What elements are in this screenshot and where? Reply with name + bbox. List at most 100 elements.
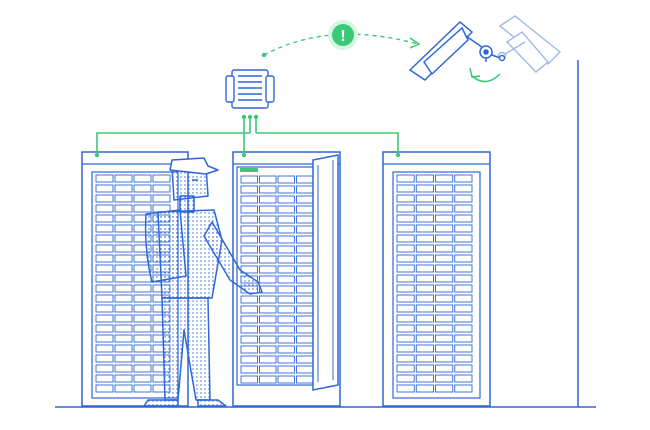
server-unit xyxy=(435,354,454,363)
server-unit xyxy=(259,275,277,284)
security-camera-ghost-icon xyxy=(497,15,562,73)
security-camera-icon xyxy=(408,20,506,81)
rotate-arrow-icon xyxy=(471,73,501,83)
server-unit xyxy=(133,344,152,353)
server-unit xyxy=(240,305,258,314)
server-unit xyxy=(240,295,258,304)
server-unit xyxy=(95,274,114,283)
server-unit xyxy=(296,375,314,384)
server-unit xyxy=(454,294,473,303)
server-unit xyxy=(114,174,133,183)
server-unit xyxy=(114,374,133,383)
server-unit xyxy=(454,364,473,373)
server-unit xyxy=(114,274,133,283)
server-unit xyxy=(296,365,314,374)
server-unit xyxy=(95,204,114,213)
server-unit xyxy=(133,184,152,193)
server-unit xyxy=(435,184,454,193)
server-unit xyxy=(277,275,295,284)
server-unit xyxy=(240,355,258,364)
server-unit xyxy=(415,254,434,263)
server-unit xyxy=(240,315,258,324)
person-icon xyxy=(143,157,263,407)
server-unit xyxy=(277,225,295,234)
server-unit xyxy=(435,204,454,213)
server-unit xyxy=(114,214,133,223)
server-unit xyxy=(114,304,133,313)
server-unit xyxy=(114,354,133,363)
server-unit xyxy=(435,364,454,373)
server-unit xyxy=(95,254,114,263)
server-unit xyxy=(277,355,295,364)
network-cables xyxy=(96,117,399,155)
server-unit xyxy=(415,374,434,383)
server-unit xyxy=(259,305,277,314)
server-unit xyxy=(296,275,314,284)
server-unit xyxy=(435,244,454,253)
server-unit xyxy=(240,205,258,214)
server-unit xyxy=(435,234,454,243)
server-unit xyxy=(435,274,454,283)
server-unit xyxy=(396,254,415,263)
server-unit xyxy=(415,334,434,343)
server-unit xyxy=(396,234,415,243)
alert-glyph: ! xyxy=(340,28,345,45)
server-unit xyxy=(396,284,415,293)
server-unit xyxy=(240,195,258,204)
server-unit xyxy=(95,214,114,223)
server-unit xyxy=(95,334,114,343)
server-unit xyxy=(259,365,277,374)
server-unit xyxy=(396,354,415,363)
server-unit xyxy=(277,235,295,244)
server-unit xyxy=(396,304,415,313)
server-unit xyxy=(133,364,152,373)
server-unit xyxy=(133,374,152,383)
server-unit xyxy=(435,284,454,293)
server-unit xyxy=(133,174,152,183)
server-unit xyxy=(114,314,133,323)
alert-badge: ! xyxy=(328,20,358,50)
server-unit xyxy=(296,305,314,314)
server-unit xyxy=(277,335,295,344)
server-unit xyxy=(396,384,415,393)
server-unit xyxy=(114,224,133,233)
server-unit xyxy=(454,174,473,183)
server-unit xyxy=(435,294,454,303)
server-unit xyxy=(133,204,152,213)
server-unit xyxy=(415,174,434,183)
server-unit xyxy=(454,224,473,233)
server-unit xyxy=(114,324,133,333)
server-unit xyxy=(396,324,415,333)
server-unit xyxy=(240,255,258,264)
server-rack-icon xyxy=(382,151,491,407)
server-unit xyxy=(240,185,258,194)
server-unit xyxy=(114,254,133,263)
server-unit xyxy=(454,274,473,283)
server-unit xyxy=(296,185,314,194)
server-unit xyxy=(277,365,295,374)
server-unit xyxy=(454,184,473,193)
server-unit xyxy=(415,304,434,313)
server-unit xyxy=(133,314,152,323)
server-unit xyxy=(259,255,277,264)
server-unit xyxy=(454,194,473,203)
server-unit xyxy=(296,335,314,344)
server-unit xyxy=(114,334,133,343)
server-unit xyxy=(152,174,171,183)
server-unit xyxy=(240,365,258,374)
server-unit xyxy=(277,345,295,354)
server-unit xyxy=(114,244,133,253)
server-unit xyxy=(396,194,415,203)
server-unit xyxy=(152,184,171,193)
server-unit xyxy=(240,375,258,384)
server-unit xyxy=(277,245,295,254)
server-unit xyxy=(95,264,114,273)
server-unit xyxy=(95,244,114,253)
server-unit xyxy=(95,304,114,313)
server-unit xyxy=(277,265,295,274)
server-unit xyxy=(296,255,314,264)
server-unit xyxy=(277,215,295,224)
server-unit xyxy=(415,234,434,243)
server-unit xyxy=(435,324,454,333)
server-unit xyxy=(415,284,434,293)
